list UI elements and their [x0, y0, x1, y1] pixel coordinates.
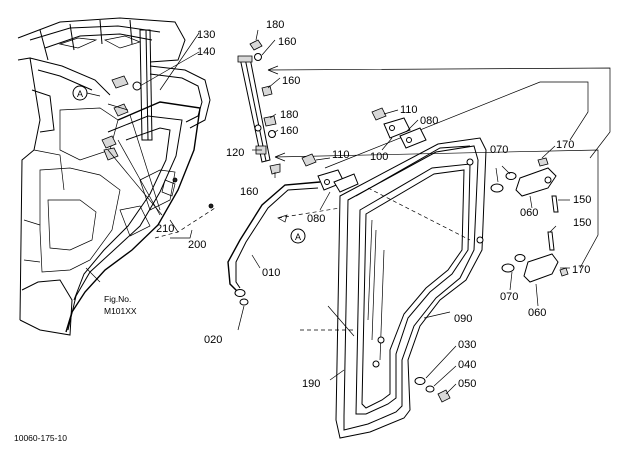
label-190: 190 — [302, 378, 320, 390]
label-170a: 170 — [556, 139, 574, 151]
hinge-top — [371, 107, 427, 151]
label-110b: 110 — [332, 149, 350, 161]
label-180a: 180 — [266, 19, 284, 31]
callout-a-left-letter: A — [77, 89, 83, 99]
label-040: 040 — [458, 359, 476, 371]
label-070a: 070 — [490, 144, 508, 156]
fig-ref-line1: Fig.No. — [104, 294, 131, 304]
label-080a: 080 — [420, 115, 438, 127]
part-labels: 180 130 160 140 160 110 180 080 160 120 … — [14, 19, 591, 443]
door-frame — [300, 137, 487, 439]
label-080b: 080 — [307, 213, 325, 225]
label-060b: 060 — [528, 307, 546, 319]
hinge-hardware-upper — [490, 145, 570, 213]
arrow-leaders — [267, 65, 611, 269]
label-170b: 170 — [572, 264, 590, 276]
label-150b: 150 — [573, 217, 591, 229]
label-010: 010 — [262, 267, 280, 279]
label-130: 130 — [197, 29, 215, 41]
label-120: 120 — [226, 147, 244, 159]
label-020: 020 — [204, 334, 222, 346]
label-160c: 160 — [280, 125, 298, 137]
label-100: 100 — [370, 151, 388, 163]
hinge-bottom — [301, 153, 359, 211]
label-160d: 160 — [240, 186, 258, 198]
label-160a: 160 — [278, 36, 296, 48]
fig-ref-line2: M101XX — [104, 306, 137, 316]
label-200: 200 — [188, 239, 206, 251]
label-210: 210 — [156, 223, 174, 235]
callout-a-right — [277, 207, 341, 244]
label-090: 090 — [454, 313, 472, 325]
label-050: 050 — [458, 378, 476, 390]
callout-a-left — [72, 85, 101, 101]
bolts-bottom — [414, 345, 457, 403]
label-150a: 150 — [573, 194, 591, 206]
callout-a-right-letter: A — [295, 232, 301, 242]
guide-rail-120 — [237, 55, 271, 163]
fasteners-top — [249, 29, 281, 178]
label-140: 140 — [197, 46, 215, 58]
left-leaders — [85, 32, 216, 283]
label-070b: 070 — [500, 291, 518, 303]
label-060a: 060 — [520, 207, 538, 219]
drawing-code: 10060-175-10 — [14, 433, 67, 443]
label-180b: 180 — [280, 109, 298, 121]
label-030: 030 — [458, 339, 476, 351]
cabin-frame — [17, 17, 214, 336]
label-160b: 160 — [282, 75, 300, 87]
hinge-hardware-lower — [501, 225, 570, 307]
handle-rod-010 — [227, 181, 321, 331]
label-110a: 110 — [400, 104, 418, 116]
